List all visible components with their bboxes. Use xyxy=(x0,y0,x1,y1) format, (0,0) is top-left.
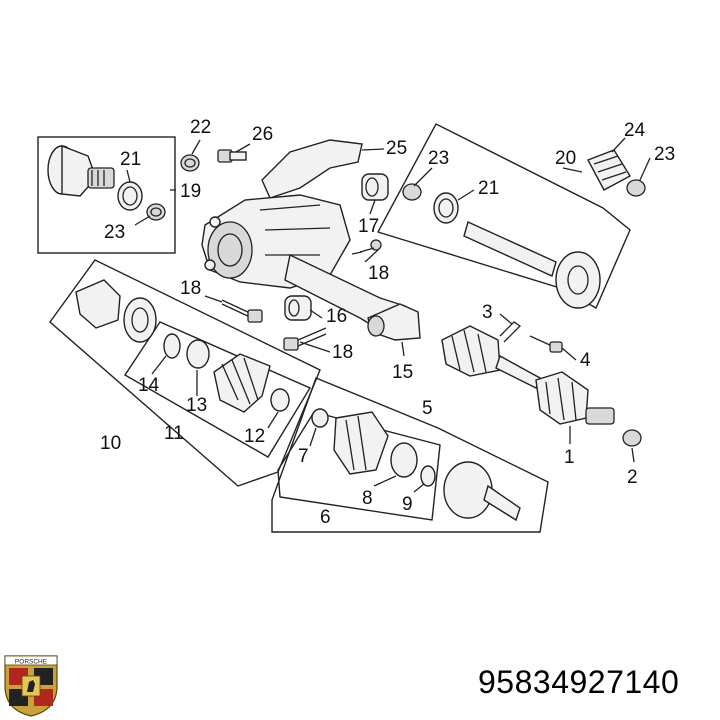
part-3-bracket xyxy=(499,321,522,343)
label-24: 24 xyxy=(624,120,646,141)
box-5 xyxy=(271,377,549,533)
part-20-shaft xyxy=(463,221,601,309)
label-1: 1 xyxy=(564,447,575,468)
label-20: 20 xyxy=(555,148,576,169)
part-21-ring xyxy=(117,181,143,211)
part-18-bolt-right xyxy=(283,327,327,351)
part-22-seal-right xyxy=(626,179,646,197)
part-21-ring-right xyxy=(433,192,459,224)
part-17-bushing xyxy=(361,173,389,201)
part-9-clip xyxy=(420,465,436,487)
box-19 xyxy=(37,136,176,254)
part-1-axle xyxy=(441,325,615,425)
label-7: 7 xyxy=(298,446,309,467)
part-22-seal xyxy=(180,154,200,172)
leader-lines xyxy=(126,137,651,493)
label-5: 5 xyxy=(422,398,433,419)
part-11-boot xyxy=(213,353,271,413)
label-18-left: 18 xyxy=(180,278,201,299)
label-18-upper: 18 xyxy=(368,263,389,284)
part-number: 95834927140 xyxy=(478,664,680,700)
part-24-bearing xyxy=(587,149,631,191)
part-7-clamp xyxy=(311,408,329,428)
label-26: 26 xyxy=(252,124,273,145)
part-25-shield xyxy=(261,139,363,199)
label-21-left: 21 xyxy=(120,149,141,170)
part-5-joint xyxy=(443,461,521,522)
part-13-ring xyxy=(186,339,210,369)
label-17: 17 xyxy=(358,216,379,237)
part-6-boot xyxy=(333,411,389,475)
porsche-crest-logo: PORSCHE xyxy=(4,655,58,717)
label-13: 13 xyxy=(186,395,207,416)
label-19: 19 xyxy=(180,181,201,202)
label-4: 4 xyxy=(580,350,591,371)
label-14: 14 xyxy=(138,375,160,396)
box-10 xyxy=(49,259,321,487)
label-25: 25 xyxy=(386,138,407,159)
label-18-right: 18 xyxy=(332,342,353,363)
label-9: 9 xyxy=(402,494,413,515)
label-3: 3 xyxy=(482,302,493,323)
label-21-right: 21 xyxy=(478,178,499,199)
callout-labels: 22 26 25 21 19 23 23 20 24 23 21 17 18 1… xyxy=(100,117,675,528)
part-15-flange xyxy=(367,303,421,341)
label-16: 16 xyxy=(326,306,347,327)
logo-text: PORSCHE xyxy=(15,659,48,666)
label-15: 15 xyxy=(392,362,413,383)
part-12-clamp xyxy=(270,388,290,412)
label-22-right: 23 xyxy=(654,144,675,165)
label-8: 8 xyxy=(362,488,373,509)
label-23-left: 23 xyxy=(104,222,125,243)
label-23-right: 23 xyxy=(428,148,449,169)
label-6: 6 xyxy=(320,507,331,528)
label-12: 12 xyxy=(244,426,265,447)
part-26-bolt xyxy=(217,149,247,163)
part-4-bolt xyxy=(529,335,563,353)
label-2: 2 xyxy=(627,467,638,488)
box-6 xyxy=(277,411,441,521)
part-18-bolt-left xyxy=(221,299,263,323)
part-8-ring xyxy=(390,442,418,478)
part-10-boot xyxy=(75,279,157,343)
part-23-seal-right xyxy=(402,183,422,201)
part-19-flange xyxy=(47,144,115,197)
label-11: 11 xyxy=(164,423,184,444)
part-14-clip xyxy=(163,333,181,359)
label-22-top: 22 xyxy=(190,117,211,138)
part-16-bushing xyxy=(284,295,312,321)
label-10: 10 xyxy=(100,433,121,454)
part-23-seal xyxy=(146,203,166,221)
part-18-bolt-upper xyxy=(351,239,382,255)
part-2-nut xyxy=(622,429,642,447)
